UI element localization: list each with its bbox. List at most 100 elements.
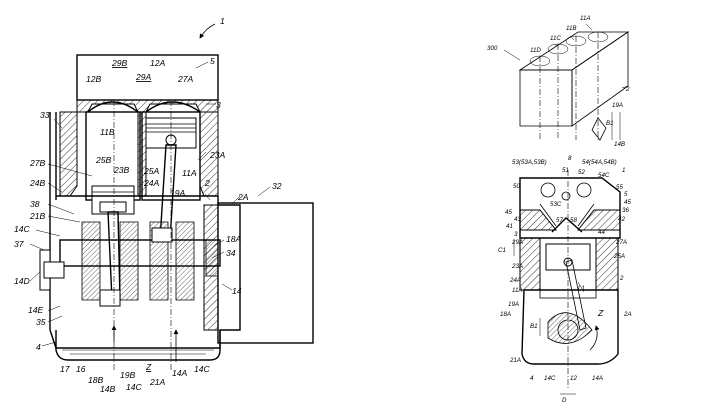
oil-pan [56, 330, 220, 360]
label: 17 [60, 364, 71, 374]
label: 12 [570, 375, 577, 382]
label: 2 [619, 275, 624, 282]
label: 11A [512, 287, 523, 294]
label: 21A [509, 357, 521, 364]
bottom-right-section [514, 170, 620, 394]
label: 50 [513, 183, 520, 190]
block-side [572, 32, 628, 126]
label: L1 [578, 285, 585, 292]
label: 8 [568, 155, 572, 162]
label: 14E [28, 305, 44, 315]
label: 35 [36, 317, 46, 327]
label: 19A [170, 188, 186, 198]
crankpin-b [100, 290, 120, 306]
label: 58 [570, 217, 577, 224]
label: 11B [566, 25, 577, 32]
label: 21A [149, 377, 166, 387]
label: 14C [194, 364, 211, 374]
piston-pin-19a [592, 118, 606, 140]
left-labels: 1 5 29B 12A 29A 12B 27A 3 33 11B 23A 27B… [14, 16, 282, 394]
left-engine-section [40, 24, 313, 372]
label: 16 [76, 364, 86, 374]
label: 24A [509, 277, 521, 284]
label: C1 [498, 247, 506, 254]
head-hatch-right [578, 210, 620, 230]
piston-b [92, 186, 134, 214]
block-front [520, 70, 572, 126]
label: B1 [606, 120, 614, 127]
label: 14A [172, 368, 188, 378]
label: 14D [14, 276, 30, 286]
label: 3 [514, 231, 518, 238]
label: B1 [530, 323, 538, 330]
block-right [596, 238, 618, 290]
label: 27A [177, 74, 194, 84]
label: 4 [36, 342, 41, 352]
label: Z [145, 362, 152, 372]
label: 19B [120, 370, 136, 380]
label: 5 [210, 56, 215, 66]
label: 2A [623, 311, 632, 318]
label: 38 [30, 199, 40, 209]
label: 11A [182, 168, 197, 178]
label: 51 [562, 167, 569, 174]
crank-web-4 [176, 222, 194, 300]
label: 55 [616, 184, 623, 191]
flywheel-hub [44, 262, 64, 278]
label: 3 [216, 100, 221, 110]
label: 5 [624, 191, 628, 198]
label: D [562, 397, 567, 404]
label: 54(54A,54B) [582, 159, 617, 166]
label: 36 [622, 207, 629, 214]
cam-54 [577, 183, 591, 197]
label: 1 [220, 16, 225, 26]
label: 44 [598, 229, 605, 236]
label: 54C [598, 172, 610, 179]
label: 14C [14, 224, 31, 234]
label: 12A [150, 58, 166, 68]
crank-web [548, 313, 592, 344]
label: 14 [232, 286, 242, 296]
label: 23A [209, 150, 226, 160]
label: 2 [204, 178, 210, 188]
label: 29B [111, 58, 128, 68]
label: 11B [100, 127, 115, 137]
label: 12B [86, 74, 102, 84]
cam-53 [541, 183, 555, 197]
label: 19A [508, 301, 519, 308]
block-left-wall [60, 112, 77, 196]
transmission-case [218, 203, 313, 343]
label: 27B [29, 158, 46, 168]
label: 18A [226, 234, 242, 244]
label: 18A [500, 311, 511, 318]
crank-web-1 [82, 222, 100, 300]
head-hatch-left [520, 210, 556, 230]
label: 14A [592, 375, 603, 382]
label: 32 [272, 181, 282, 191]
label: 33 [40, 110, 50, 120]
label: 11A [580, 15, 591, 22]
cam-shaft-c [562, 192, 570, 200]
label: 300 [487, 45, 498, 52]
label: 25A [613, 253, 625, 260]
label: 57 [556, 217, 563, 224]
label: 11D [530, 47, 541, 54]
label: 14B [614, 141, 625, 148]
label: 23A [511, 263, 523, 270]
label: 24A [143, 178, 160, 188]
label: 37 [14, 239, 25, 249]
ref-arrow-1 [200, 24, 215, 38]
label: 4 [530, 375, 534, 382]
label: 53C [550, 201, 562, 208]
label: 25B [95, 155, 112, 165]
label: 29A [135, 72, 152, 82]
label: Z [597, 308, 604, 318]
label: 41 [506, 223, 513, 230]
label: 24B [29, 178, 46, 188]
label: 21B [29, 211, 46, 221]
label: 23B [113, 165, 130, 175]
label: 43 [514, 216, 521, 223]
label: 19A [612, 102, 623, 109]
label: 1 [622, 167, 625, 174]
label: 2 [625, 86, 630, 93]
